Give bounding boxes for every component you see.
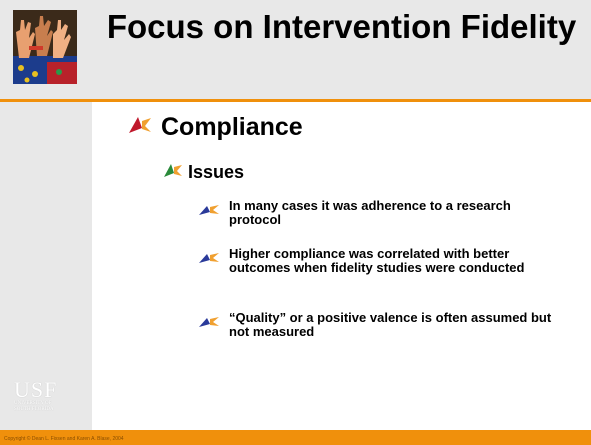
bullet-level3-item: “Quality” or a positive valence is often… <box>199 311 559 339</box>
hands-photo <box>13 10 77 84</box>
usf-logo: USF UNIVERSITY OF SOUTH FLORIDA <box>14 379 60 413</box>
bullet-level3-text: In many cases it was adherence to a rese… <box>229 198 511 227</box>
bullet-level3-item: In many cases it was adherence to a rese… <box>199 199 559 227</box>
bullet-level2: Issues <box>164 162 244 183</box>
bullet-level2-text: Issues <box>188 162 245 182</box>
copyright-notice: Copyright © Dean L. Fixsen and Karen A. … <box>4 436 124 442</box>
title-band <box>92 0 591 100</box>
bullet-level1-text: Compliance <box>161 113 303 141</box>
usf-logo-subtitle: UNIVERSITY OF SOUTH FLORIDA <box>14 401 54 412</box>
pointer-arrow-icon <box>129 117 151 138</box>
bullet-level3-text: Higher compliance was correlated with be… <box>229 246 525 275</box>
usf-logo-mark: USF <box>14 377 58 402</box>
pointer-arrow-icon <box>199 202 219 220</box>
title-divider <box>0 99 591 102</box>
slide-title: Focus on Intervention Fidelity <box>106 8 577 45</box>
bullet-level1: Compliance <box>129 113 303 142</box>
bullet-level3-item: Higher compliance was correlated with be… <box>199 247 559 275</box>
pointer-arrow-icon <box>199 250 219 268</box>
bullet-level3-text: “Quality” or a positive valence is often… <box>229 310 552 339</box>
footer-bar <box>0 430 591 445</box>
pointer-arrow-icon <box>164 163 182 182</box>
pointer-arrow-icon <box>199 314 219 332</box>
